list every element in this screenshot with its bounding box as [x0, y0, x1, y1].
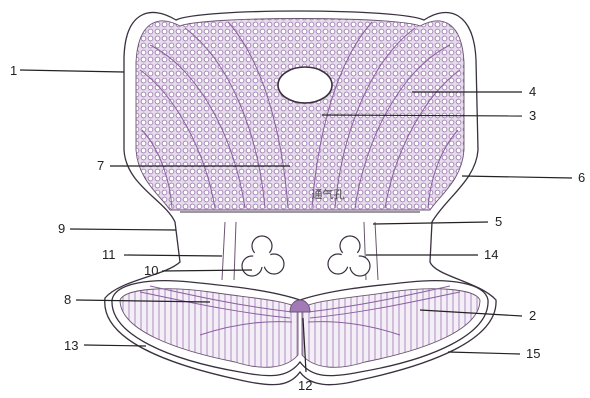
callout-14: 14: [484, 247, 498, 262]
callout-15: 15: [526, 346, 540, 361]
callout-12: 12: [298, 378, 312, 393]
ventilation-hole-label: 通气孔: [312, 187, 345, 201]
callout-2: 2: [529, 308, 536, 323]
callout-11: 11: [102, 247, 116, 262]
callout-9: 9: [58, 221, 65, 236]
callout-5: 5: [495, 214, 502, 229]
back-panel-mesh: [136, 19, 464, 211]
callout-8: 8: [64, 292, 71, 307]
callout-3: 3: [529, 108, 536, 123]
right-clover-opening: [328, 236, 370, 276]
seat-base-ribs-right: [302, 289, 480, 368]
callout-4: 4: [529, 84, 536, 99]
front-center-ridge: [290, 300, 310, 312]
callout-7: 7: [97, 158, 104, 173]
ventilation-hole: [278, 67, 332, 103]
callout-10: 10: [144, 263, 158, 278]
callout-13: 13: [64, 338, 78, 353]
callout-1: 1: [10, 63, 17, 78]
callout-6: 6: [578, 170, 585, 185]
